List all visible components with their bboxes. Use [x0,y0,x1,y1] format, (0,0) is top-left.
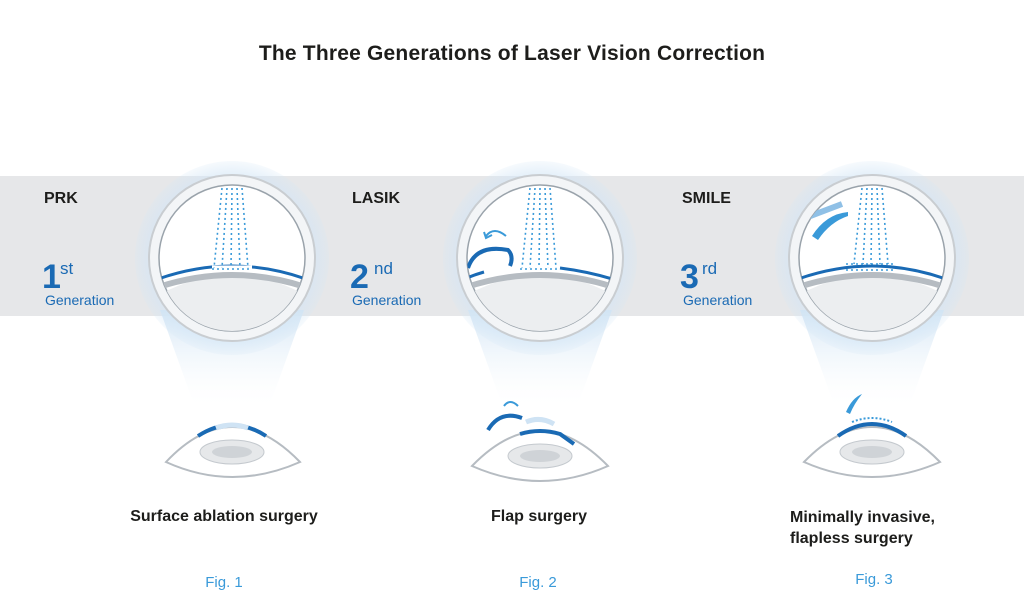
caption-smile-line1: Minimally invasive, [790,509,935,526]
caption-smile: Minimally invasive, flapless surgery [790,507,935,549]
lasik-laser-beams [521,187,557,269]
procedure-name-lasik: LASIK [352,190,400,207]
caption-smile-line2: flapless surgery [790,530,913,547]
prk-eye-icon [164,422,302,478]
smile-cornea-line [799,264,945,284]
figure-label-3: Fig. 3 [855,571,893,588]
generation-number-2: 2 [350,258,369,296]
generation-suffix-2: nd [374,259,393,278]
generation-label-1: Generation [45,292,115,308]
caption-lasik: Flap surgery [490,508,588,525]
lasik-illustration [443,161,637,482]
prk-illustration [135,161,329,478]
generation-number-3: 3 [680,258,699,296]
lasik-flap [467,246,514,269]
smile-eye-icon [802,394,942,478]
generation-suffix-1: st [60,259,74,278]
generation-label-3: Generation [683,292,753,308]
generation-label-2: Generation [352,292,422,308]
smile-illustration [775,161,969,478]
caption-prk: Surface ablation surgery [130,508,318,525]
generation-suffix-3: rd [702,259,718,278]
generation-number-1: 1 [42,258,61,296]
smile-lenticule [812,212,848,240]
figure-label-2: Fig. 2 [519,574,557,591]
page-title: The Three Generations of Laser Vision Co… [258,42,766,65]
figure-label-1: Fig. 1 [205,574,243,591]
procedure-name-prk: PRK [44,190,78,207]
prk-laser-beams [213,187,249,269]
lasik-eye-icon [470,401,610,482]
procedure-name-smile: SMILE [682,190,731,207]
